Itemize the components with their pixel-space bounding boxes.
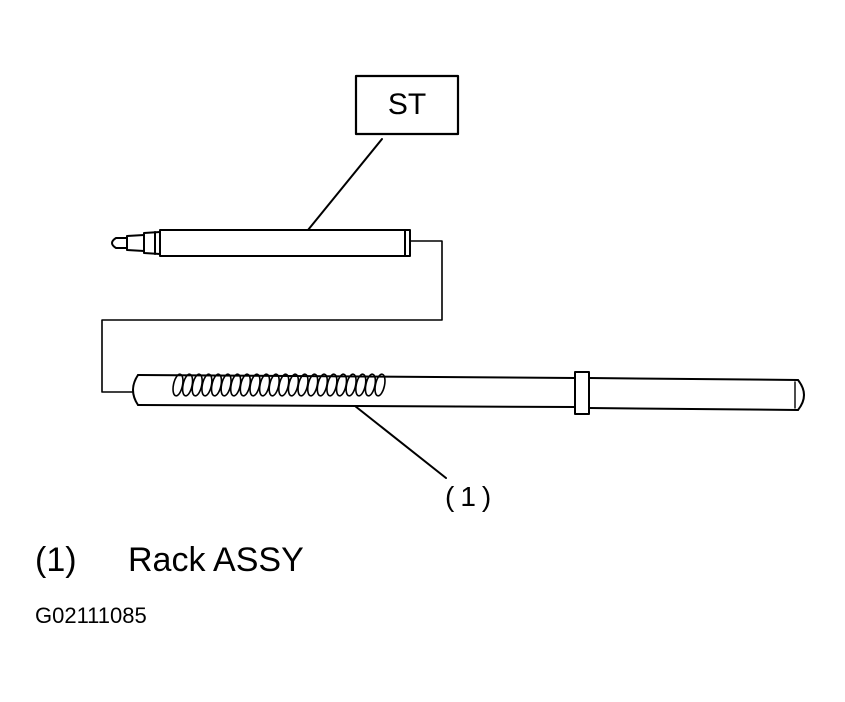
connector-line	[101, 240, 443, 393]
spring-coil	[374, 373, 386, 397]
spring-coils	[172, 373, 386, 397]
st-leader-line	[307, 138, 383, 231]
callout-leader-line	[354, 405, 447, 479]
figure-code: G02111085	[35, 603, 147, 628]
st-box	[354, 74, 460, 136]
callout-1-label: (1)	[445, 481, 498, 512]
legend-number: (1)	[35, 541, 77, 579]
legend-text: Rack ASSY	[128, 541, 304, 579]
special-tool	[111, 229, 411, 257]
st-label: ST	[387, 88, 427, 121]
